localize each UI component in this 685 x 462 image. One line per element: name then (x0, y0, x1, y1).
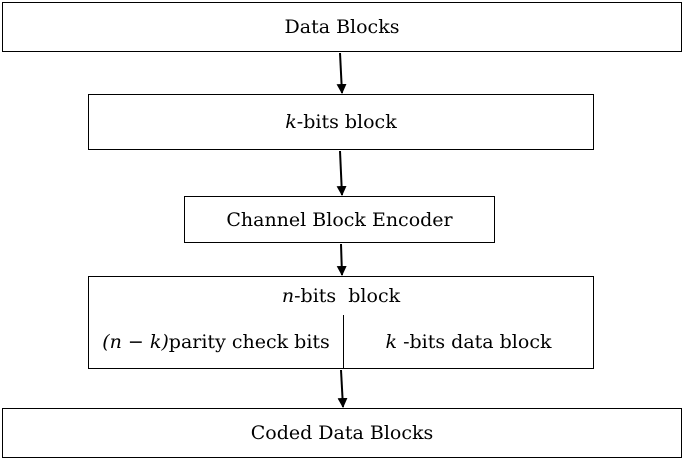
parity-check-bits-label: parity check bits (168, 330, 330, 353)
k-data-variable: k (385, 330, 398, 353)
parity-math: (n − k) (102, 330, 169, 353)
channel-block-encoder-node: Channel Block Encoder (184, 196, 495, 243)
k-bits-data-block-label: -bits data block (397, 330, 552, 353)
k-variable: k (285, 111, 297, 133)
n-bits-block-text: -bits block (294, 285, 401, 307)
data-blocks-node: Data Blocks (2, 2, 682, 52)
arrow-n-bits-to-coded (337, 369, 348, 408)
arrow-data-blocks-to-k-bits (336, 52, 347, 94)
k-bits-block-node: k-bits block (88, 94, 594, 150)
arrow-encoder-to-n-bits (336, 243, 347, 276)
k-bits-block-text: -bits block (296, 111, 397, 133)
parity-check-bits-cell: (n − k)parity check bits (89, 315, 343, 368)
n-bits-block-node: n-bits block (n − k)parity check bits k … (88, 276, 594, 369)
coded-data-blocks-node: Coded Data Blocks (2, 408, 682, 458)
coded-data-blocks-label: Coded Data Blocks (250, 422, 434, 444)
channel-block-encoder-label: Channel Block Encoder (226, 208, 453, 231)
n-variable: n (281, 285, 295, 307)
data-blocks-label: Data Blocks (284, 16, 400, 38)
arrow-k-bits-to-encoder (336, 150, 347, 196)
n-bits-block-header: n-bits block (89, 277, 593, 315)
k-bits-block-label: k-bits block (285, 111, 396, 133)
k-bits-data-block-cell: k -bits data block (343, 315, 593, 368)
